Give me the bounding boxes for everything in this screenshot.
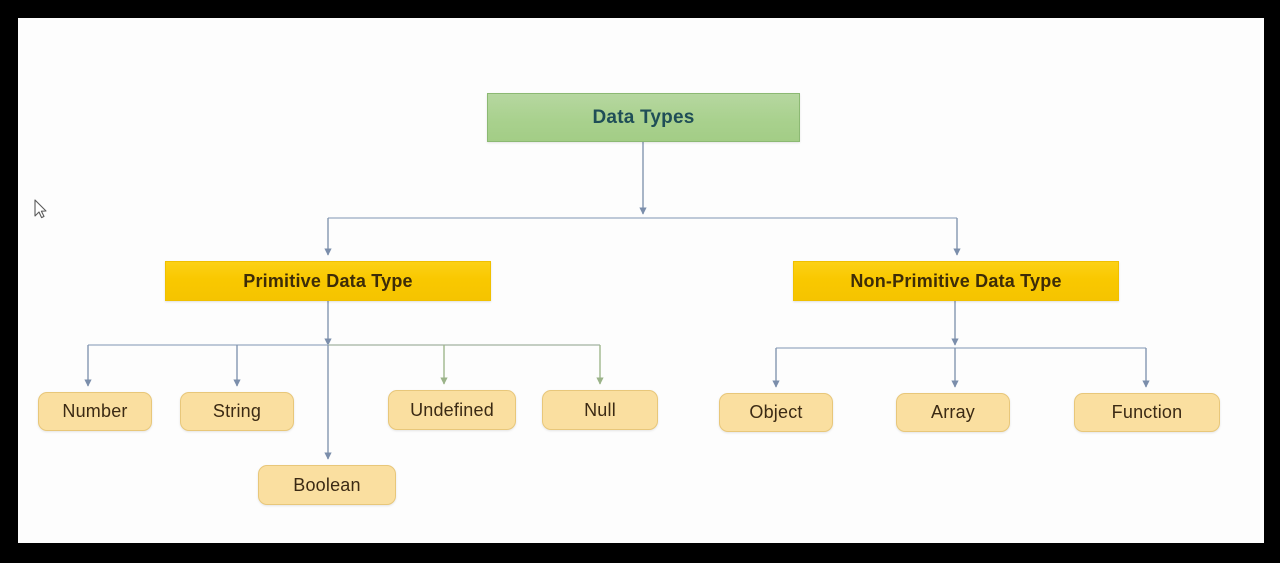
node-null-label: Null <box>584 399 616 420</box>
node-data-types[interactable]: Data Types <box>487 93 800 142</box>
node-function-label: Function <box>1111 402 1183 422</box>
node-data-types-label: Data Types <box>592 106 695 128</box>
mouse-cursor-icon <box>34 199 47 219</box>
node-string-label: String <box>212 401 262 421</box>
node-number[interactable]: Number <box>38 392 152 431</box>
node-array-label: Array <box>930 402 975 422</box>
node-object[interactable]: Object <box>719 393 833 432</box>
node-non-primitive-data-type-label: Non-Primitive Data Type <box>850 270 1062 291</box>
node-function[interactable]: Function <box>1074 393 1220 432</box>
node-non-primitive-data-type[interactable]: Non-Primitive Data Type <box>793 261 1119 301</box>
diagram-canvas: Data Types Primitive Data Type Non-Primi… <box>18 18 1264 543</box>
node-primitive-data-type-label: Primitive Data Type <box>243 270 413 291</box>
node-number-label: Number <box>62 401 128 421</box>
node-object-label: Object <box>749 402 803 422</box>
node-undefined-label: Undefined <box>410 399 494 420</box>
node-array[interactable]: Array <box>896 393 1010 432</box>
slide-canvas: Data Types Primitive Data Type Non-Primi… <box>18 18 1264 543</box>
node-null[interactable]: Null <box>542 390 658 430</box>
node-string[interactable]: String <box>180 392 294 431</box>
node-primitive-data-type[interactable]: Primitive Data Type <box>165 261 491 301</box>
node-boolean-label: Boolean <box>293 474 361 495</box>
node-boolean[interactable]: Boolean <box>258 465 396 505</box>
node-undefined[interactable]: Undefined <box>388 390 516 430</box>
